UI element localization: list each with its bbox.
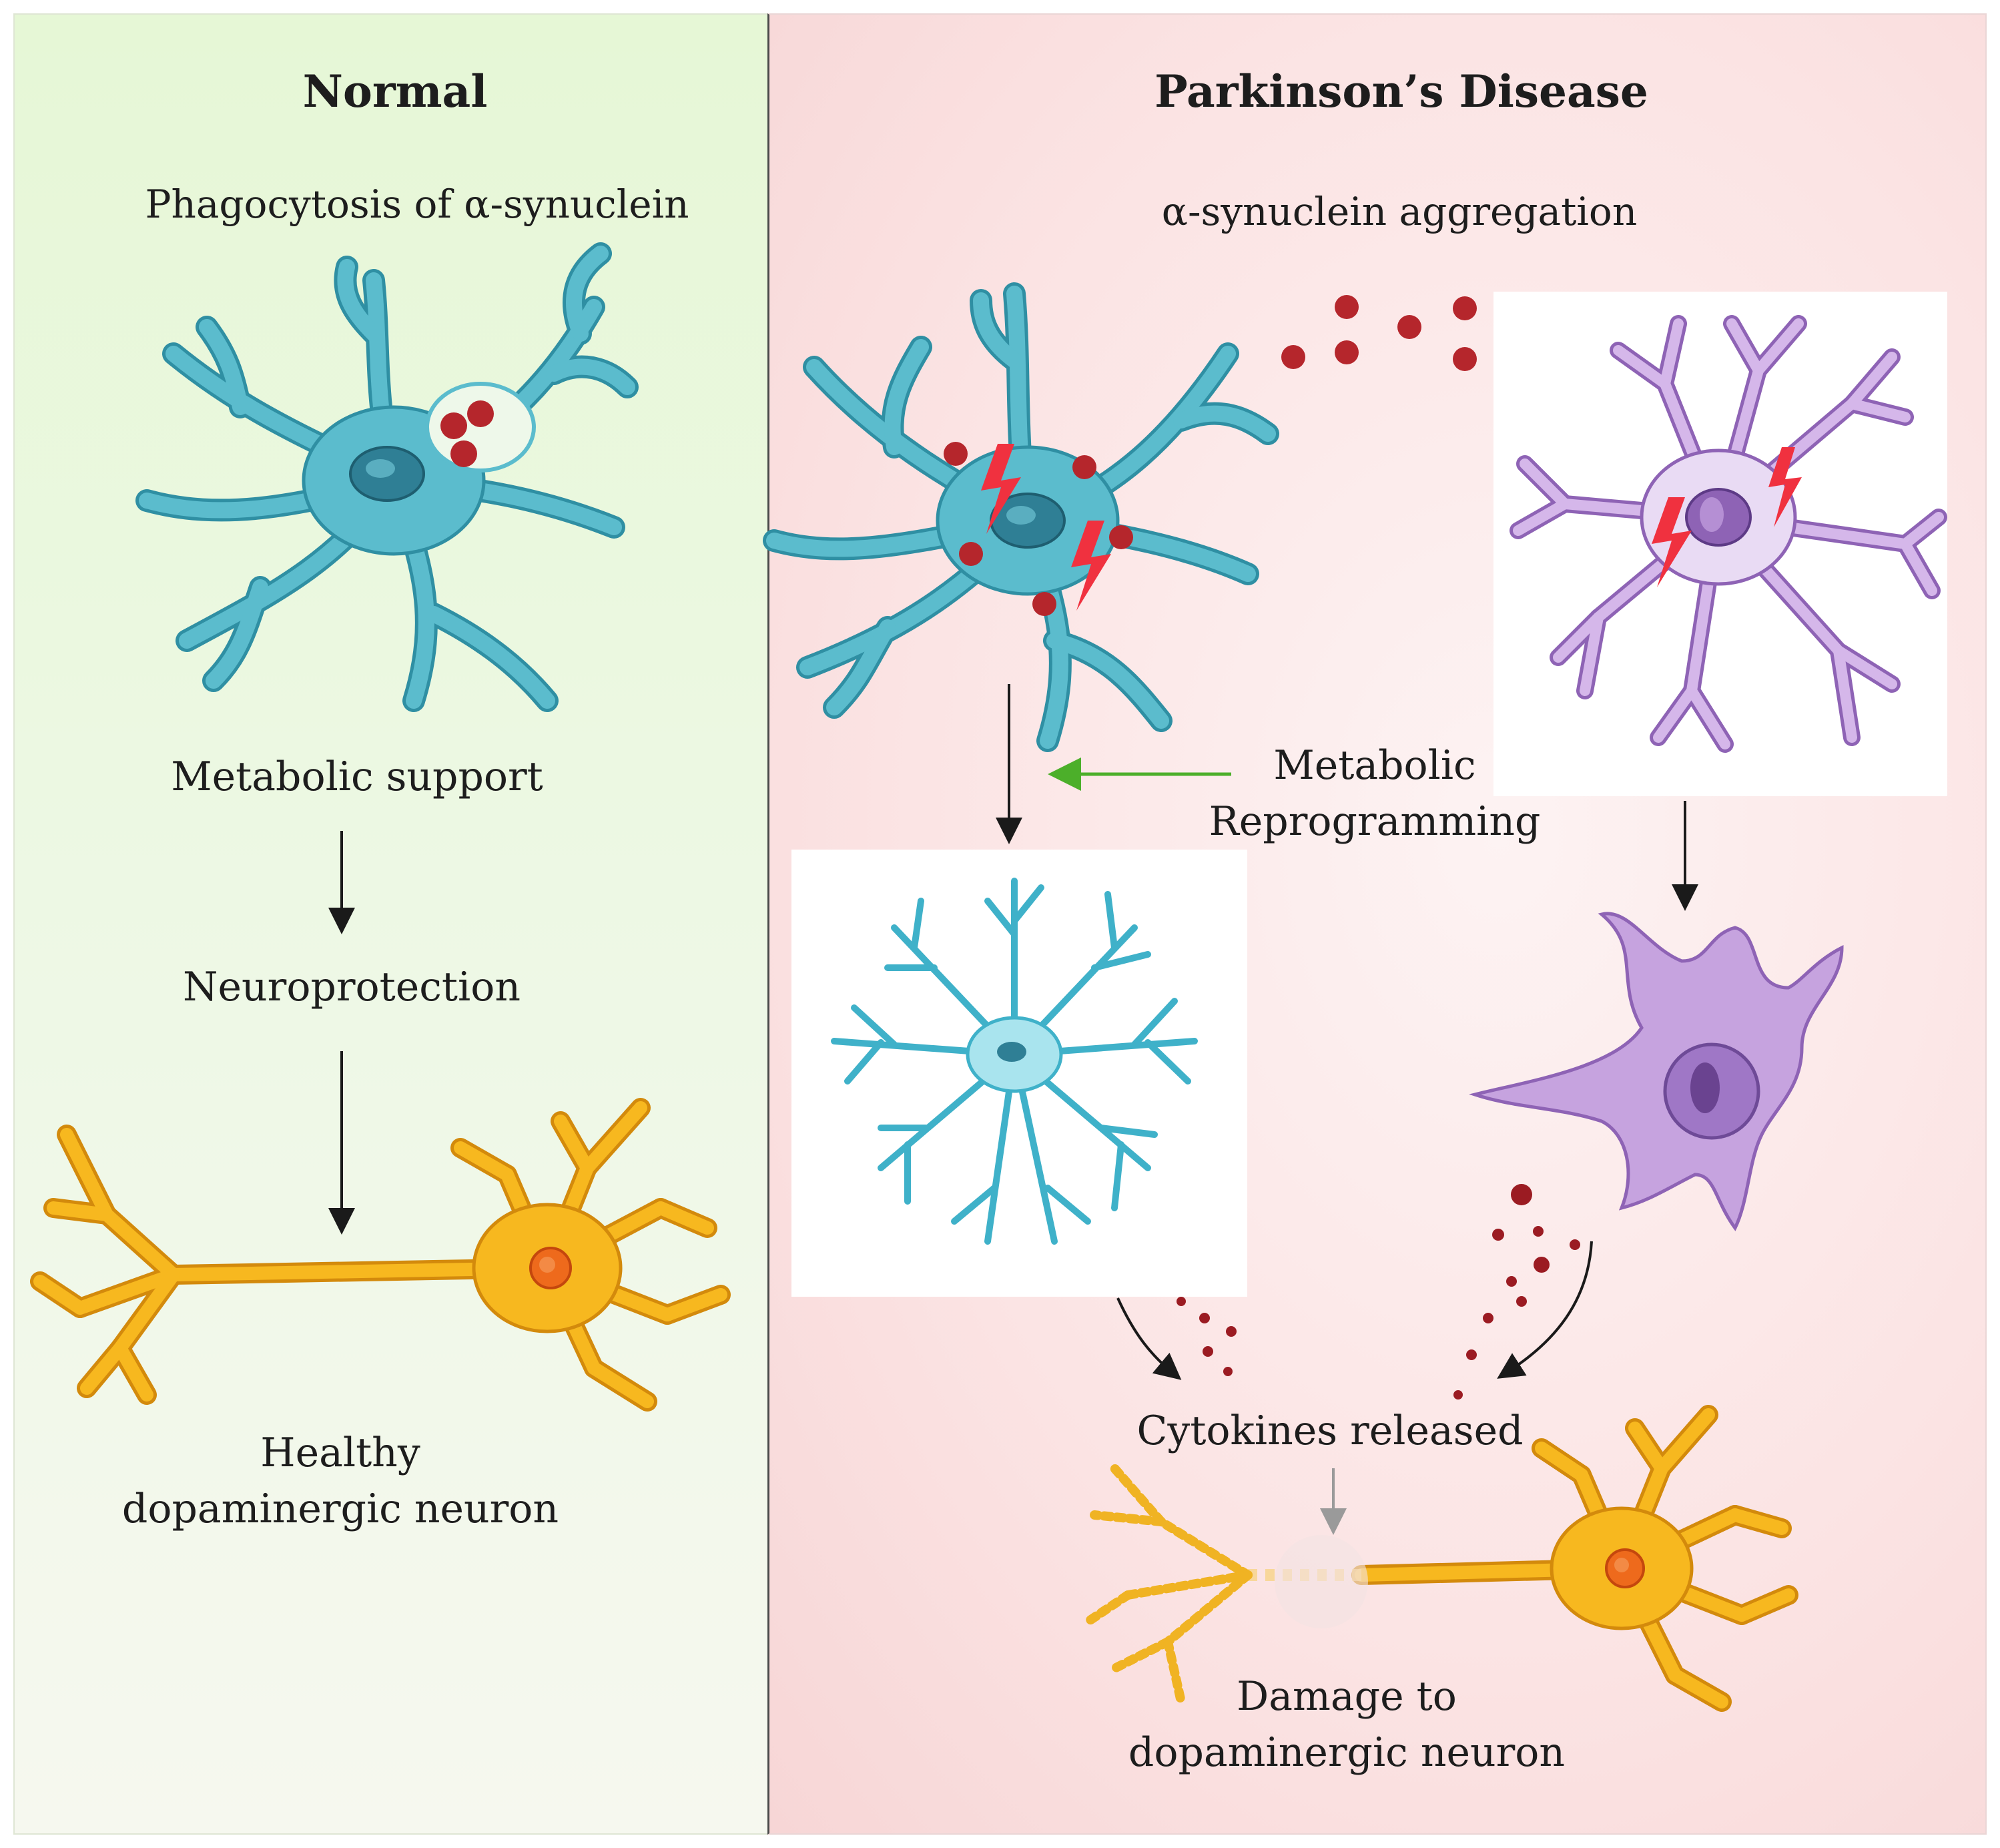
- parkinsons-subtitle: α-synuclein aggregation: [1161, 189, 1638, 234]
- lightning-stress-icon: [1652, 447, 1802, 587]
- neuron-icon: [1083, 1405, 1798, 1712]
- astrocyte-cell-icon: [763, 282, 1279, 752]
- arrow-microglia-to-cytokines: [1497, 1241, 1593, 1379]
- microglia-cell-icon: [1510, 315, 1947, 753]
- neuroprotection-label: Neuroprotection: [183, 964, 521, 1010]
- normal-panel: [13, 13, 767, 1835]
- neuron-icon: [30, 1098, 731, 1412]
- cytokine-dot-icon: [1177, 1184, 1580, 1400]
- lightning-stress-icon: [981, 444, 1111, 611]
- microglia-cell-icon: [1469, 912, 1844, 1231]
- astrocyte-cell-icon: [135, 242, 639, 712]
- astrocyte-nucleus: [997, 1042, 1026, 1062]
- alpha-synuclein-aggregate-icon: [440, 400, 494, 467]
- arrow-astrocyte-to-cytokines: [1116, 1297, 1182, 1380]
- metabolic-reprogramming-label: Metabolic Reprogramming: [1209, 742, 1541, 845]
- damaged-neuron-label: Damage to dopaminergic neuron: [1128, 1673, 1566, 1776]
- normal-title: Normal: [302, 65, 488, 117]
- metabolic-support-label: Metabolic support: [171, 753, 543, 800]
- cytokines-released-label: Cytokines released: [1136, 1408, 1524, 1454]
- alpha-synuclein-aggregate-icon: [944, 295, 1477, 616]
- healthy-neuron-label: Healthy dopaminergic neuron: [121, 1430, 559, 1532]
- normal-subtitle: Phagocytosis of α-synuclein: [145, 182, 689, 227]
- parkinsons-title: Parkinson’s Disease: [1154, 65, 1648, 117]
- astrocyte-cell-icon: [831, 878, 1198, 1245]
